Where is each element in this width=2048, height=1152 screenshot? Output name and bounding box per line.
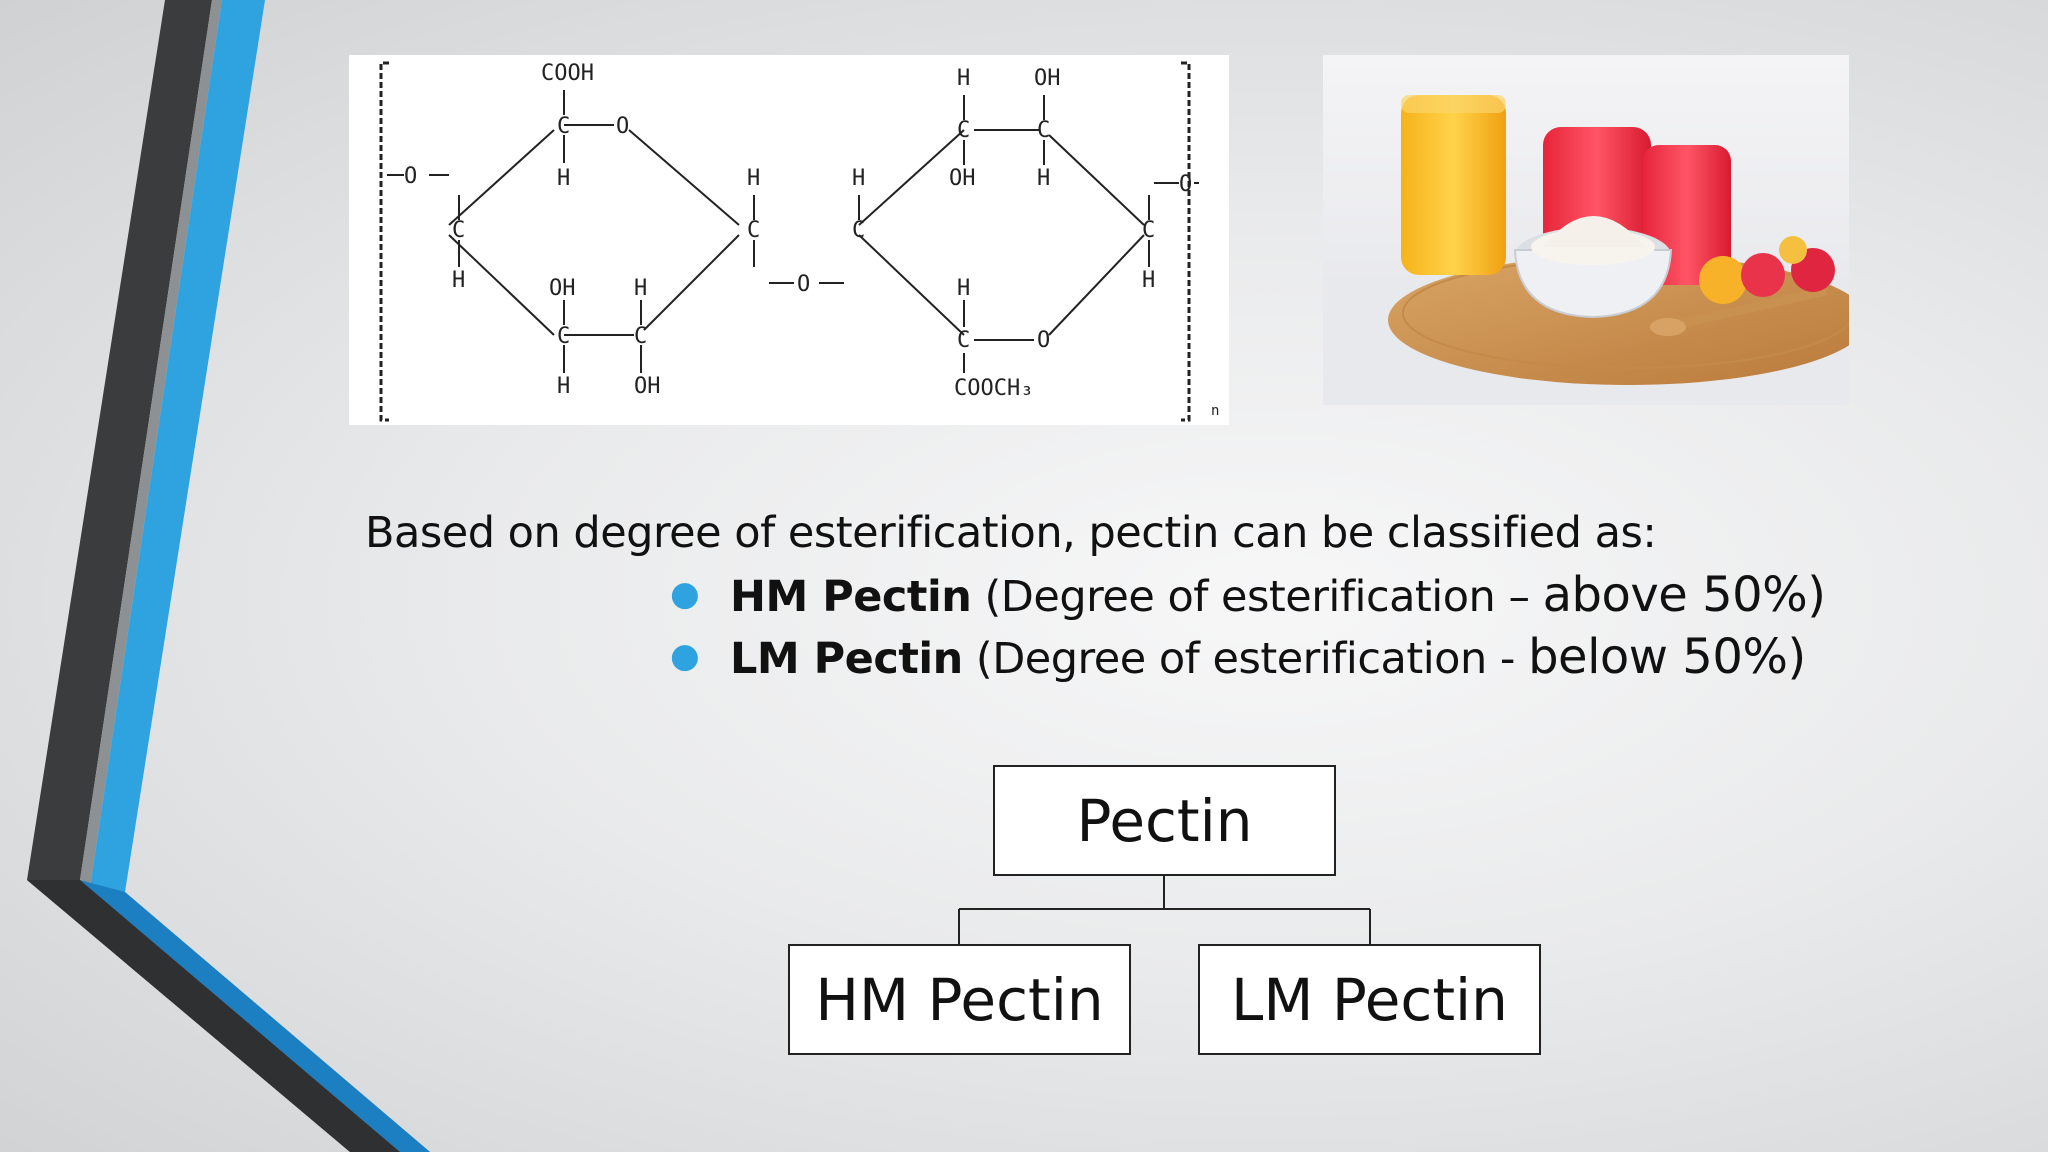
svg-text:C: C <box>634 324 647 349</box>
svg-text:O: O <box>1037 328 1050 353</box>
bullet-dot: ● <box>670 636 700 676</box>
svg-text:O: O <box>797 272 810 297</box>
svg-text:OH: OH <box>549 276 576 301</box>
hierarchy-root-pectin: Pectin <box>993 765 1336 876</box>
pectin-structure-diagram: COOH O H C O C H OH H C C H OH H C O H C… <box>349 55 1229 425</box>
svg-text:H: H <box>852 166 865 191</box>
svg-text:C: C <box>957 328 970 353</box>
svg-text:OH: OH <box>634 374 661 399</box>
svg-text:H: H <box>557 166 570 191</box>
svg-text:H: H <box>957 276 970 301</box>
structure-labels: COOH O H C O C H OH H C C H OH H C O H C… <box>404 61 1219 419</box>
svg-text:C: C <box>1142 218 1155 243</box>
bullet-term: HM Pectin <box>730 572 972 622</box>
bullet-value: above 50%) <box>1542 567 1826 623</box>
svg-text:H: H <box>557 374 570 399</box>
svg-text:C: C <box>557 114 570 139</box>
svg-text:H: H <box>1142 268 1155 293</box>
intro-text: Based on degree of esterification, pecti… <box>365 508 1657 558</box>
svg-text:C: C <box>1037 118 1050 143</box>
svg-text:C: C <box>852 218 865 243</box>
bullet-detail: (Degree of esterification - <box>962 634 1529 684</box>
svg-text:O: O <box>1179 172 1192 197</box>
svg-text:H: H <box>1037 166 1050 191</box>
svg-text:C: C <box>557 324 570 349</box>
bullet-value: below 50%) <box>1528 629 1806 685</box>
bullet-hm-pectin: ● HM Pectin (Degree of esterification – a… <box>670 567 1826 623</box>
svg-text:O: O <box>616 114 629 139</box>
bullet-dot: ● <box>670 574 700 614</box>
svg-text:H: H <box>957 66 970 91</box>
structure-svg: COOH O H C O C H OH H C C H OH H C O H C… <box>379 61 1219 422</box>
svg-text:OH: OH <box>1034 66 1061 91</box>
svg-text:O: O <box>404 164 417 189</box>
svg-text:OH: OH <box>949 166 976 191</box>
bullet-lm-pectin: ● LM Pectin (Degree of esterification - b… <box>670 629 1806 685</box>
hierarchy-child-hm-pectin: HM Pectin <box>788 944 1131 1055</box>
svg-text:C: C <box>957 118 970 143</box>
svg-text:H: H <box>634 276 647 301</box>
svg-text:COOH: COOH <box>541 61 594 86</box>
hierarchy-child-lm-pectin: LM Pectin <box>1198 944 1541 1055</box>
svg-text:H: H <box>747 166 760 191</box>
pectin-jars-photo <box>1323 55 1849 405</box>
bullet-detail: (Degree of esterification – <box>971 572 1543 622</box>
svg-text:n: n <box>1211 403 1219 419</box>
svg-text:H: H <box>452 268 465 293</box>
svg-text:C: C <box>452 218 465 243</box>
svg-text:COOCH₃: COOCH₃ <box>954 376 1033 401</box>
svg-text:C: C <box>747 218 760 243</box>
bullet-term: LM Pectin <box>730 634 963 684</box>
